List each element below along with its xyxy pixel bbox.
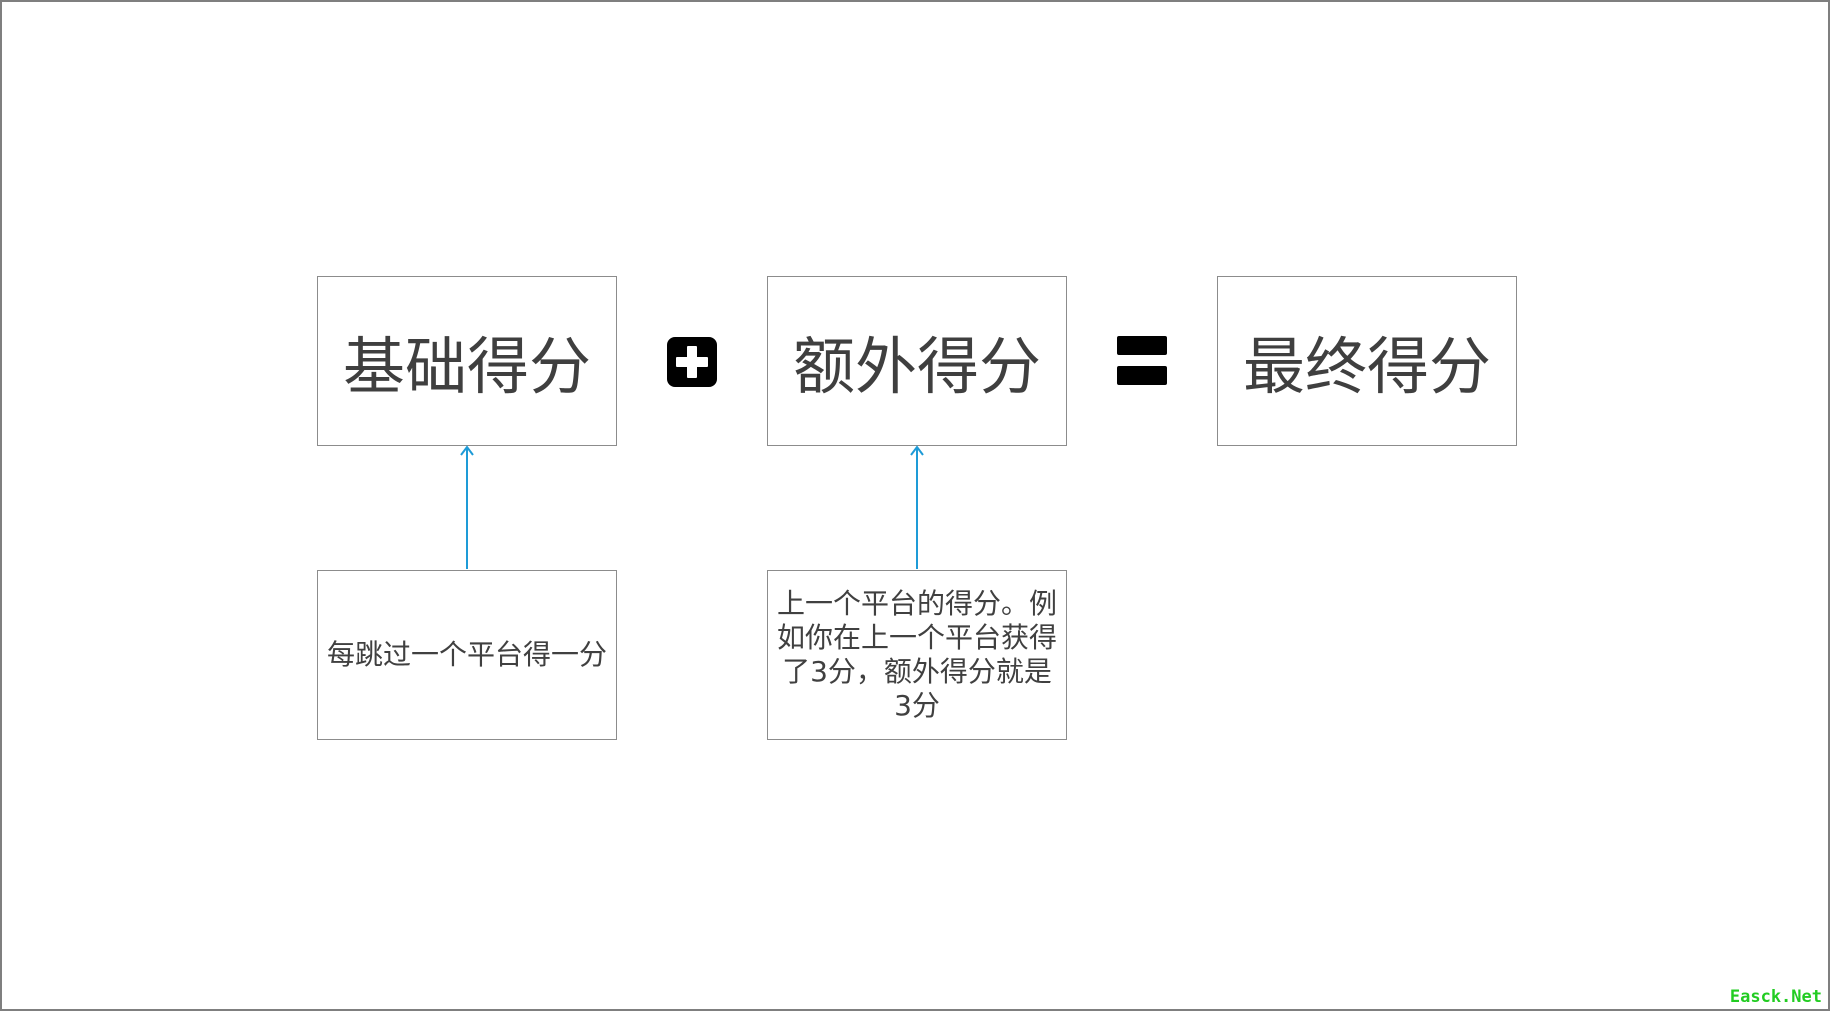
base-score-box: 基础得分 [317, 276, 617, 446]
base-note-arrow [460, 445, 474, 569]
watermark-text: Easck.Net [1727, 987, 1824, 1007]
extra-score-box: 额外得分 [767, 276, 1067, 446]
final-score-box: 最终得分 [1217, 276, 1517, 446]
base-note-box: 每跳过一个平台得一分 [317, 570, 617, 740]
extra-note-box: 上一个平台的得分。例如你在上一个平台获得了3分，额外得分就是3分 [767, 570, 1067, 740]
plus-icon [667, 337, 717, 387]
extra-note-text: 上一个平台的得分。例如你在上一个平台获得了3分，额外得分就是3分 [776, 587, 1057, 722]
extra-note-arrow [910, 445, 924, 569]
base-note-text: 每跳过一个平台得一分 [326, 638, 607, 671]
extra-score-label: 额外得分 [792, 330, 1041, 403]
final-score-label: 最终得分 [1242, 330, 1491, 403]
equals-icon [1117, 336, 1167, 386]
base-score-label: 基础得分 [342, 330, 591, 403]
